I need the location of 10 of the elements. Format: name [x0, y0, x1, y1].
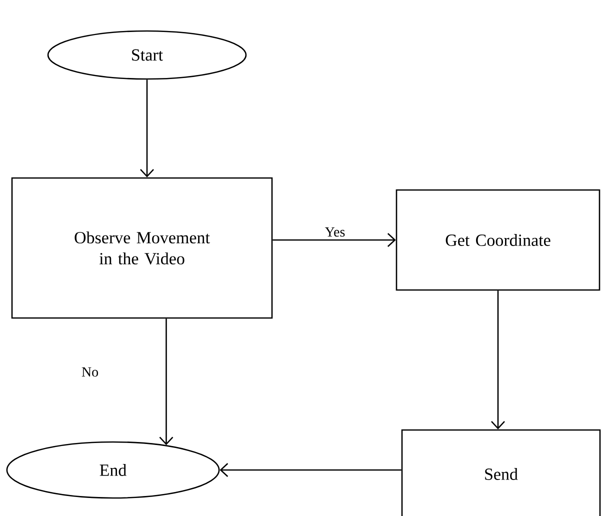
edge-label: No — [80, 366, 100, 378]
arrow — [220, 463, 402, 477]
edge-label: Yes — [324, 226, 346, 238]
arrow — [272, 233, 396, 247]
process-box: Send — [401, 429, 601, 516]
process-box: Observe Movement in the Video — [11, 177, 273, 319]
arrow — [491, 290, 505, 430]
process-box: Get Coordinate — [396, 189, 600, 291]
arrow — [159, 318, 174, 446]
arrow — [140, 80, 154, 178]
